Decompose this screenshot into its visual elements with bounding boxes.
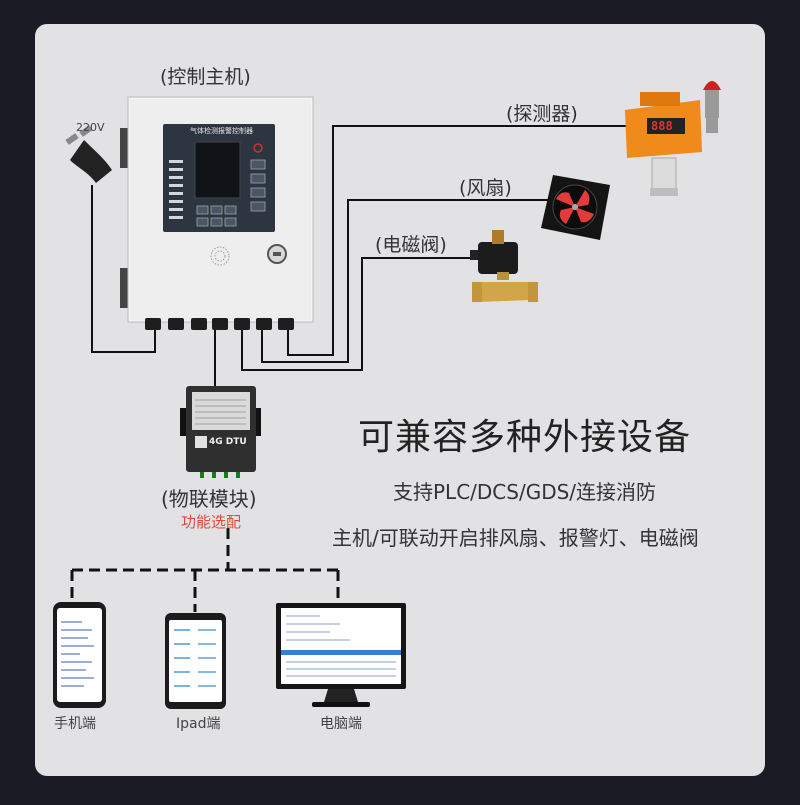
detector-label: (探测器)	[506, 103, 578, 125]
solenoid-valve-icon	[470, 230, 538, 302]
detector-cable	[287, 125, 628, 356]
feature-line-2: 主机/可联动开启排风扇、报警灯、电磁阀	[332, 526, 699, 550]
pc-monitor-icon	[276, 603, 406, 707]
wiring-lines	[91, 125, 628, 388]
ipad-icon	[165, 613, 226, 709]
power-plug-icon	[65, 125, 112, 183]
controller-cabinet	[120, 96, 314, 330]
power-label: 220V	[76, 121, 105, 134]
iot-module-label: (物联模块)	[161, 487, 257, 511]
feature-line-1: 支持PLC/DCS/GDS/连接消防	[393, 480, 657, 504]
valve-label: (电磁阀)	[375, 234, 447, 256]
detector-display: 888	[651, 119, 673, 133]
ipad-label: Ipad端	[176, 716, 221, 732]
fan-cable	[261, 199, 548, 363]
dtu-label: 4G DTU	[209, 437, 247, 447]
valve-cable	[241, 257, 472, 371]
pc-label: 电脑端	[320, 716, 362, 732]
headline: 可兼容多种外接设备	[358, 417, 692, 458]
controller-panel-title: 气体检测报警控制器	[190, 127, 253, 135]
exhaust-fan-icon	[541, 175, 610, 240]
dtu-module	[180, 386, 261, 478]
network-lines	[70, 528, 340, 612]
fan-label: (风扇)	[459, 177, 512, 199]
power-cable	[91, 185, 156, 353]
controller-label: (控制主机)	[160, 66, 251, 88]
phone-icon	[53, 602, 106, 708]
optional-feature-note: 功能选配	[181, 513, 242, 531]
gas-detector	[625, 81, 721, 196]
phone-label: 手机端	[54, 716, 96, 732]
